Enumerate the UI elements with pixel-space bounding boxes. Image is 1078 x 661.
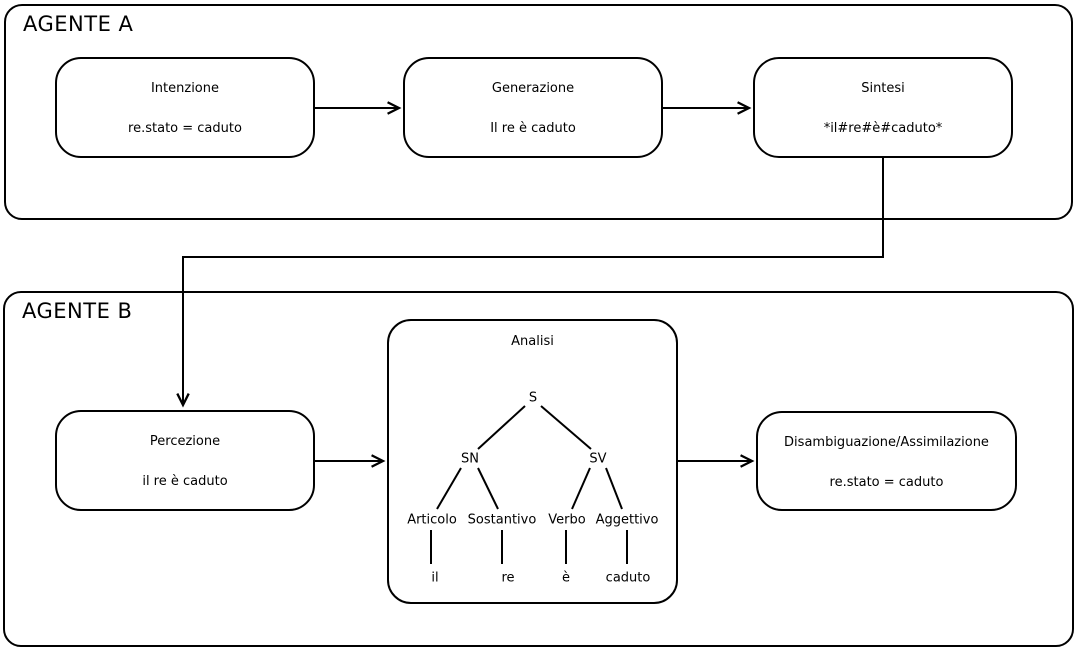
box-analisi: Analisi (387, 319, 678, 604)
box-intenzione-title: Intenzione (150, 81, 220, 96)
box-disambiguazione-content: re.stato = caduto (829, 475, 944, 490)
box-generazione-content: Il re è caduto (490, 121, 576, 136)
agent-b-title: AGENTE B (22, 299, 133, 323)
tree-node-s: S (528, 390, 538, 406)
tree-node-sostantivo: Sostantivo (467, 512, 537, 528)
tree-node-aggettivo: Aggettivo (595, 512, 659, 528)
agent-a-title: AGENTE A (23, 12, 134, 36)
box-intenzione: Intenzione re.stato = caduto (55, 57, 315, 158)
box-generazione-title: Generazione (491, 81, 575, 96)
tree-leaf-e: è (562, 570, 570, 586)
box-percezione: Percezione il re è caduto (55, 410, 315, 511)
tree-leaf-il: il (431, 570, 439, 586)
tree-node-sv: SV (589, 451, 607, 467)
tree-leaf-caduto: caduto (605, 570, 651, 586)
box-generazione: Generazione Il re è caduto (403, 57, 663, 158)
tree-node-sn: SN (461, 451, 479, 467)
box-disambiguazione-title: Disambiguazione/Assimilazione (784, 435, 989, 450)
box-sintesi: Sintesi *il#re#è#caduto* (753, 57, 1013, 158)
box-sintesi-title: Sintesi (861, 81, 905, 96)
tree-node-verbo: Verbo (548, 512, 586, 528)
box-percezione-title: Percezione (149, 434, 221, 449)
box-intenzione-content: re.stato = caduto (128, 121, 242, 136)
tree-leaf-re: re (501, 570, 515, 586)
tree-node-articolo: Articolo (407, 512, 457, 528)
box-percezione-content: il re è caduto (142, 474, 228, 489)
box-analisi-title: Analisi (511, 334, 554, 349)
box-disambiguazione: Disambiguazione/Assimilazione re.stato =… (756, 411, 1017, 511)
box-sintesi-content: *il#re#è#caduto* (823, 121, 943, 136)
